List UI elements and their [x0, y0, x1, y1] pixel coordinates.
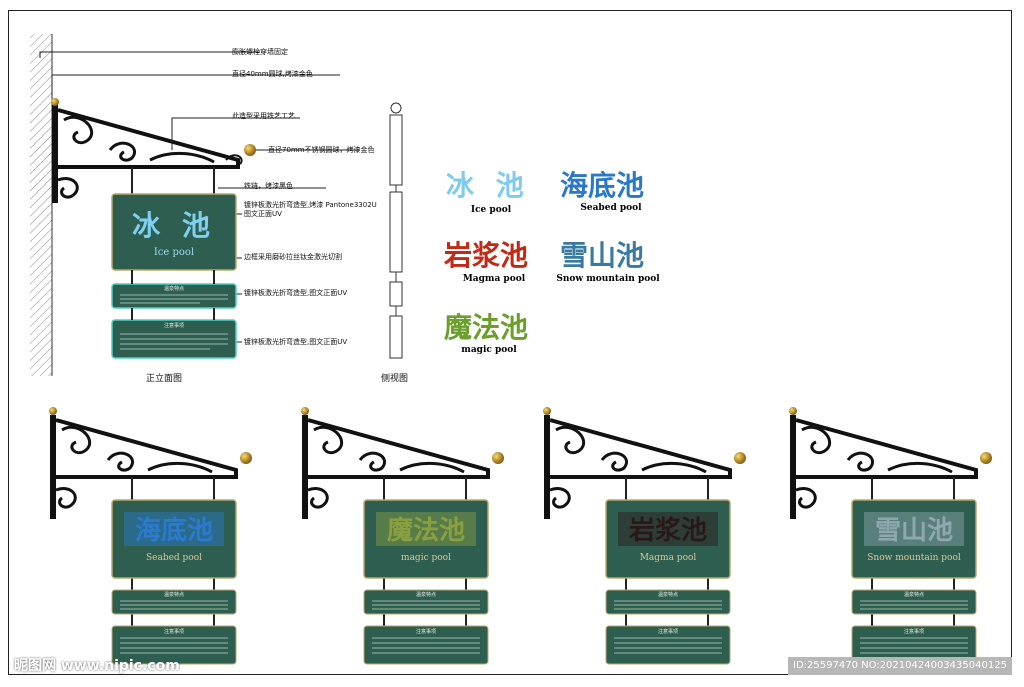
- drawing-frame: [8, 10, 1012, 675]
- pool-title-seabed-en: Seabed pool: [580, 203, 642, 213]
- pool-title-snow-zh: 雪山池: [560, 239, 645, 272]
- bottom-sign-subtitle: Snow mountain pool: [867, 553, 961, 563]
- caption-side-view: 侧视图: [381, 374, 409, 384]
- bottom-info-1-title: 温泉特点: [657, 592, 678, 598]
- watermark-logo: 昵图网 www.nipic.com: [14, 658, 180, 674]
- pool-title-magma-zh: 岩浆池: [444, 239, 529, 272]
- front-board-title: 冰 池: [132, 209, 216, 242]
- sign-assembly: [543, 407, 746, 665]
- bottom-info-1-title: 温泉特点: [903, 592, 924, 598]
- wall-hatch: [30, 34, 52, 376]
- sign-assembly: [301, 407, 504, 665]
- iron-bracket-front: [51, 98, 256, 203]
- bottom-info-2-title: 注意事项: [415, 629, 436, 635]
- bottom-sign-title: 海底池: [134, 516, 213, 546]
- annotation-bolt: 膨胀螺栓穿墙固定: [232, 48, 288, 56]
- watermark-id: ID:25597470 NO:20210424003435040125: [788, 657, 1012, 675]
- bottom-info-2-title: 注意事项: [657, 629, 678, 635]
- info-board-1-title: 温泉特点: [163, 286, 184, 292]
- sign-assembly: [49, 407, 252, 665]
- annotation-ironwork: 此造型采用铁艺工艺: [232, 112, 295, 120]
- side-view: [389, 102, 403, 359]
- pool-title-magic-zh: 魔法池: [444, 311, 529, 344]
- annotation-info-board-1: 镀锌板激光折弯造型,图文正面UV: [244, 289, 348, 297]
- bottom-sign-subtitle: Seabed pool: [145, 553, 203, 563]
- pool-title-magma-en: Magma pool: [462, 274, 526, 284]
- sign-assembly: [789, 407, 992, 665]
- annotation-info-board-2: 镀锌板激光折弯造型,图文正面UV: [244, 338, 348, 346]
- front-board-subtitle: Ice pool: [153, 247, 195, 258]
- bottom-sign-title: 岩浆池: [628, 516, 707, 546]
- annotation-chain: 铁链，烤漆黑色: [244, 182, 293, 190]
- annotation-70mm-ball: 直径70mm不锈钢圆球，烤漆金色: [268, 146, 375, 154]
- bottom-info-1-title: 温泉特点: [163, 592, 184, 598]
- bottom-sign-subtitle: Magma pool: [639, 553, 697, 563]
- caption-front-elevation: 正立面图: [146, 374, 183, 384]
- bottom-sign-title: 魔法池: [386, 516, 465, 546]
- annotation-40mm-ball: 直径40mm圆球,烤漆金色: [232, 70, 313, 78]
- bottom-info-2-title: 注意事项: [163, 629, 184, 635]
- bottom-sign-subtitle: magic pool: [401, 553, 451, 563]
- info-board-2-title: 注意事项: [163, 323, 184, 329]
- annotation-main-board: 镀锌板激光折弯造型,烤漆 Pantone3302U 图文正面UV: [244, 201, 377, 218]
- bottom-info-2-title: 注意事项: [903, 629, 924, 635]
- bottom-info-1-title: 温泉特点: [415, 592, 436, 598]
- pool-title-snow-en: Snow mountain pool: [556, 274, 660, 284]
- bottom-sign-title: 雪山池: [874, 516, 953, 546]
- pool-title-ice-zh: 冰 池: [446, 169, 530, 202]
- pool-title-ice-en: Ice pool: [470, 205, 512, 215]
- leader-lines: [39, 51, 360, 343]
- pool-title-seabed-zh: 海底池: [560, 169, 645, 202]
- front-board: [111, 167, 237, 359]
- pool-title-magic-en: magic pool: [461, 345, 517, 355]
- annotation-frame: 边框采用磨砂拉丝钛金激光切割: [244, 253, 342, 261]
